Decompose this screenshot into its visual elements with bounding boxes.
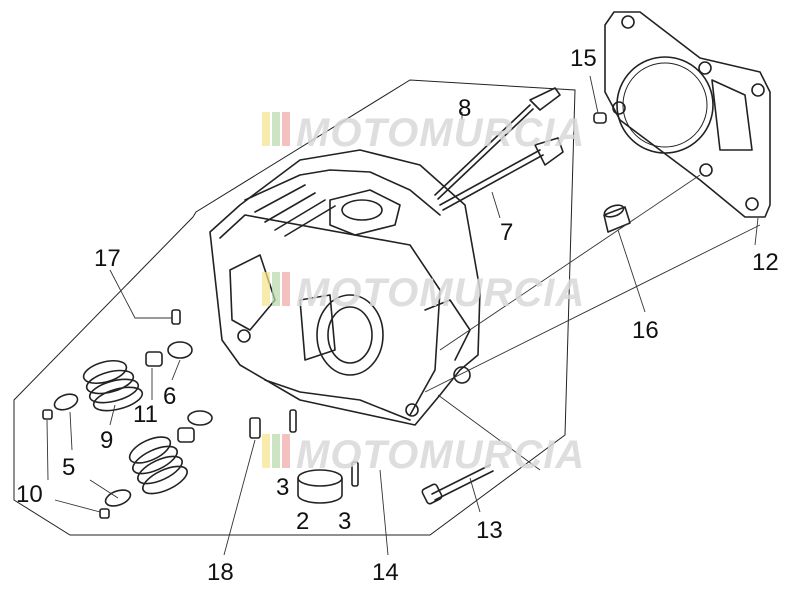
valve-spring-lower [128, 436, 188, 495]
leader-lines [46, 75, 761, 556]
part-label-18: 18 [207, 559, 234, 586]
bolt-part-13 [421, 464, 494, 505]
watermark-stripe [282, 112, 290, 146]
watermark-text: MOTOMURCIA [296, 433, 585, 477]
part-label-11: 11 [133, 401, 158, 428]
part-label-13: 13 [476, 517, 503, 544]
watermark-top: MOTOMURCIA [262, 111, 585, 155]
part-label-12: 12 [752, 249, 779, 276]
part-label-2: 2 [296, 508, 309, 535]
watermark-stripe [262, 272, 270, 306]
watermark-stripe [272, 272, 280, 306]
part-label-15: 15 [570, 45, 597, 72]
part-label-14: 14 [372, 559, 399, 586]
head-gasket-part-12 [604, 11, 771, 218]
bushing-part-16 [603, 204, 631, 233]
cylinder-head-body [209, 149, 481, 426]
watermark-text: MOTOMURCIA [296, 271, 585, 315]
part-label-8: 8 [458, 95, 471, 122]
watermark-stripe [272, 434, 280, 468]
pin-part-3 [289, 409, 359, 487]
valve-seal-part-11 [145, 351, 195, 443]
watermark-stripe [282, 434, 290, 468]
valve-part-8 [434, 87, 561, 200]
plug-part-2 [297, 469, 343, 504]
watermark-stripe [262, 112, 270, 146]
part-label-5: 5 [62, 454, 75, 481]
valve-cotter-part-10 [42, 409, 110, 519]
spring-seat-part-6 [167, 341, 213, 426]
part-label-7: 7 [500, 219, 513, 246]
watermark-text: MOTOMURCIA [296, 111, 585, 155]
stud-part-17 [171, 309, 181, 325]
watermark-stripe [262, 434, 270, 468]
part-label-9: 9 [100, 427, 113, 454]
part-label-3-upper: 3 [276, 474, 289, 501]
part-label-10: 10 [16, 481, 43, 508]
watermark-stripe [272, 112, 280, 146]
part-label-17: 17 [94, 245, 121, 272]
valve-spring-part-9 [82, 359, 144, 412]
part-label-3-lower: 3 [338, 508, 351, 535]
part-label-6: 6 [163, 383, 176, 410]
watermark-middle: MOTOMURCIA [262, 271, 585, 315]
watermark-bottom: MOTOMURCIA [262, 433, 585, 477]
assembly-outline [13, 79, 576, 536]
part-label-16: 16 [632, 317, 659, 344]
spring-retainer-part-5 [53, 393, 132, 507]
watermark-stripe [282, 272, 290, 306]
stud-part-18 [249, 417, 261, 439]
dowel-pin-part-15 [593, 112, 607, 124]
